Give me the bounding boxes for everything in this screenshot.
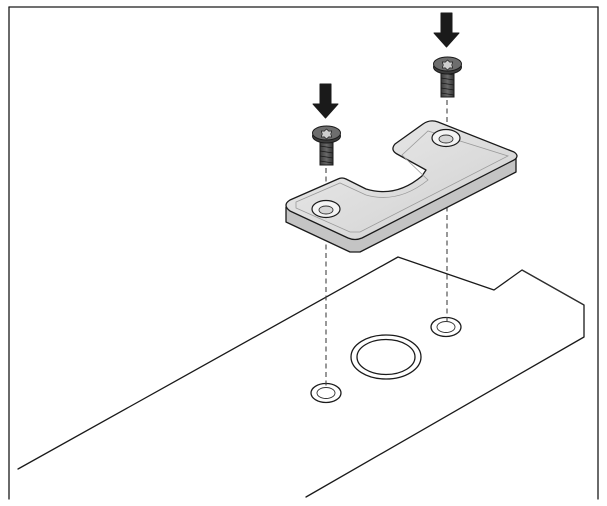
mounting-hole-left [310, 382, 342, 404]
chassis-top [17, 256, 585, 498]
round-port [350, 334, 422, 380]
arrow-down-icon [312, 83, 339, 119]
screw-right [433, 56, 462, 98]
arrow-down-icon [433, 12, 460, 48]
frame-border [8, 6, 599, 500]
bracket-plate [285, 120, 518, 253]
mounting-hole-right [430, 316, 462, 338]
screw-left [312, 125, 341, 166]
